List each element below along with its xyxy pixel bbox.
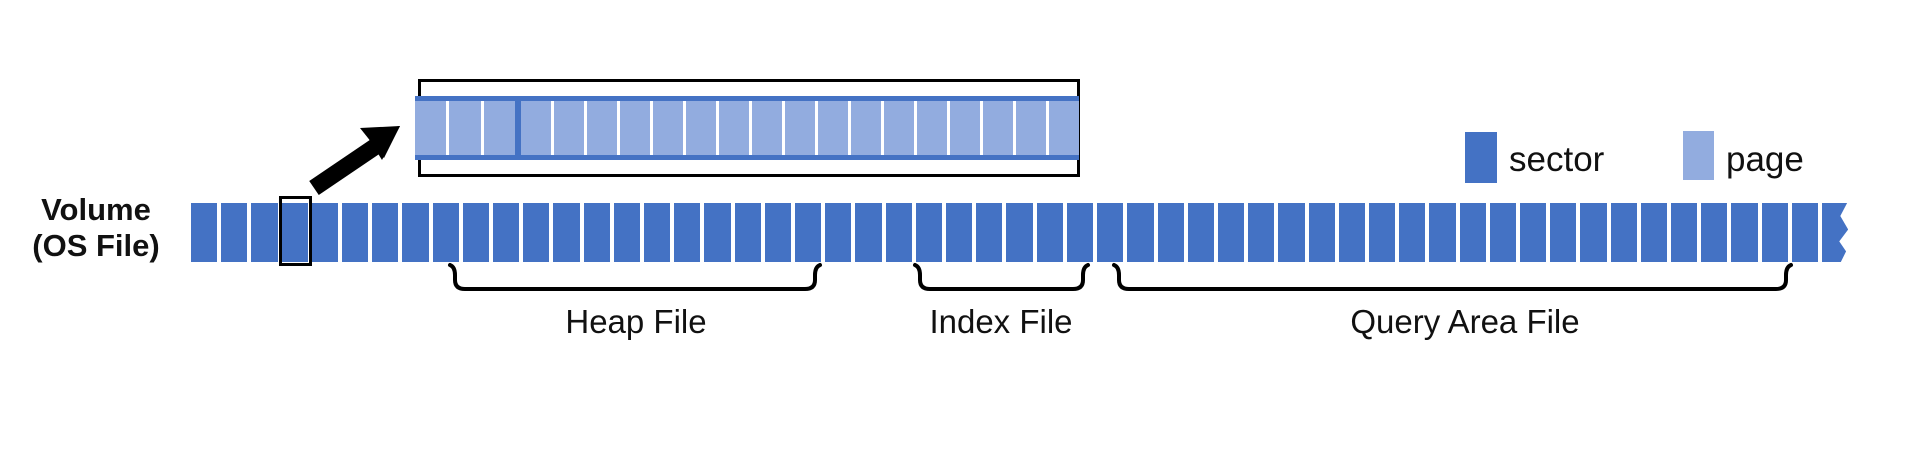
sector-cell bbox=[311, 203, 339, 262]
sector-cell bbox=[1580, 203, 1607, 262]
legend-page-swatch bbox=[1683, 131, 1714, 180]
query-area-file-label: Query Area File bbox=[1350, 303, 1580, 340]
legend-sector-label: sector bbox=[1509, 140, 1605, 179]
page-cell bbox=[554, 101, 584, 155]
page-cell bbox=[818, 101, 848, 155]
page-cell bbox=[483, 101, 515, 155]
sector-cell bbox=[855, 203, 882, 262]
sector-cell bbox=[1640, 203, 1667, 262]
page-cell bbox=[917, 101, 947, 155]
sector-cell bbox=[281, 203, 308, 262]
sector-cell bbox=[402, 203, 429, 262]
sector-cell bbox=[1489, 203, 1516, 262]
volume-label-line2: (OS File) bbox=[32, 228, 160, 263]
heap-file-label: Heap File bbox=[565, 303, 707, 340]
sector-cell bbox=[583, 203, 610, 262]
sector-cell bbox=[1670, 203, 1698, 262]
sector-cell bbox=[795, 203, 822, 262]
page-cell bbox=[415, 101, 447, 155]
sector-cell bbox=[1519, 203, 1547, 262]
page-cell bbox=[1049, 101, 1079, 155]
page-cell bbox=[719, 101, 749, 155]
sector-cell bbox=[1097, 203, 1124, 262]
magnify-arrow-icon bbox=[309, 126, 400, 196]
magnified-pages-right-group bbox=[521, 101, 1079, 155]
sector-cell bbox=[1248, 203, 1275, 262]
sector-cell bbox=[1308, 203, 1335, 262]
page-cell bbox=[884, 101, 914, 155]
sector-cell bbox=[674, 203, 701, 262]
page-cell bbox=[1016, 101, 1046, 155]
volume-label-line1: Volume bbox=[41, 192, 151, 227]
sector-cell bbox=[1821, 203, 1849, 262]
sector-cell bbox=[1731, 203, 1758, 262]
sector-cell bbox=[1066, 203, 1094, 262]
sector-cell bbox=[915, 203, 943, 262]
sector-cell bbox=[1278, 203, 1305, 262]
sector-cell bbox=[1368, 203, 1396, 262]
sector-cell bbox=[372, 203, 399, 262]
magnified-pages-left-group bbox=[415, 101, 515, 155]
sector-cell bbox=[1217, 203, 1245, 262]
sector-cell bbox=[764, 203, 792, 262]
sector-cell bbox=[1791, 203, 1818, 262]
query-area-file-brace bbox=[1112, 263, 1793, 291]
sector-cell bbox=[1701, 203, 1728, 262]
sector-cell bbox=[1399, 203, 1426, 262]
sector-cell bbox=[704, 203, 731, 262]
sector-cell bbox=[885, 203, 912, 262]
page-cell bbox=[686, 101, 716, 155]
sector-cell bbox=[644, 203, 671, 262]
sector-cell bbox=[523, 203, 550, 262]
index-file-label: Index File bbox=[929, 303, 1073, 340]
index-file-brace bbox=[913, 263, 1090, 291]
magnified-sector-strip bbox=[415, 96, 1079, 160]
sector-cell bbox=[946, 203, 973, 262]
sector-cell bbox=[1006, 203, 1033, 262]
legend-page-label: page bbox=[1726, 140, 1804, 179]
page-cell bbox=[950, 101, 980, 155]
sector-cell bbox=[1761, 203, 1788, 262]
sector-cell bbox=[1338, 203, 1365, 262]
sector-cell bbox=[1429, 203, 1456, 262]
page-cell bbox=[851, 101, 881, 155]
sector-cell bbox=[1036, 203, 1063, 262]
sector-cell bbox=[1187, 203, 1214, 262]
sector-cell bbox=[1157, 203, 1184, 262]
page-cell bbox=[785, 101, 815, 155]
sector-cell bbox=[613, 203, 641, 262]
page-cell bbox=[653, 101, 683, 155]
volume-label: Volume (OS File) bbox=[10, 192, 182, 264]
page-cell bbox=[587, 101, 617, 155]
sector-cell bbox=[342, 203, 369, 262]
page-cell bbox=[620, 101, 650, 155]
page-cell bbox=[983, 101, 1013, 155]
page-cell bbox=[752, 101, 782, 155]
sector-cell bbox=[1127, 203, 1154, 262]
sector-cell bbox=[251, 203, 278, 262]
sector-cell bbox=[191, 203, 218, 262]
sector-boundary-divider bbox=[515, 101, 521, 155]
volume-sector-strip bbox=[191, 203, 1849, 262]
sector-cell bbox=[734, 203, 761, 262]
sector-cell bbox=[221, 203, 248, 262]
sector-cell bbox=[462, 203, 490, 262]
sector-cell bbox=[432, 203, 459, 262]
legend-sector-swatch bbox=[1465, 132, 1497, 183]
heap-file-brace bbox=[448, 263, 822, 291]
page-cell bbox=[449, 101, 481, 155]
sector-cell bbox=[553, 203, 580, 262]
page-cell bbox=[521, 101, 551, 155]
sector-cell bbox=[976, 203, 1003, 262]
sector-cell bbox=[1459, 203, 1486, 262]
sector-cell bbox=[1550, 203, 1577, 262]
sector-cell bbox=[825, 203, 852, 262]
sector-cell bbox=[493, 203, 520, 262]
sector-cell bbox=[1610, 203, 1637, 262]
highlighted-sector-outline bbox=[279, 196, 312, 266]
